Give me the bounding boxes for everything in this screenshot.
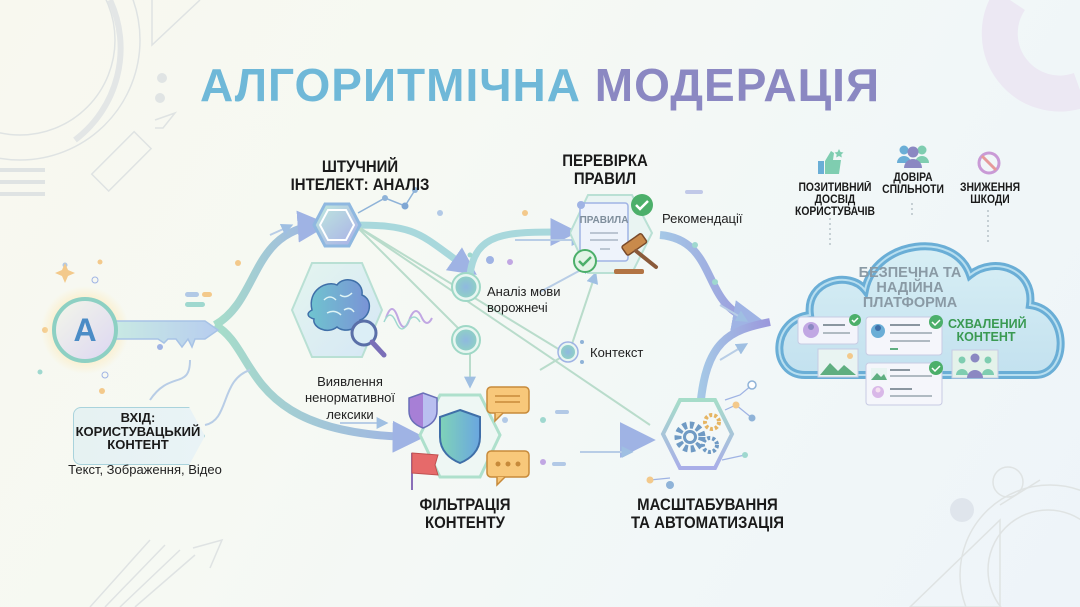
ai-analysis-caption: Виявлення ненормативної лексики [304, 374, 396, 422]
input-tag [73, 407, 205, 465]
svg-text:A: A [73, 312, 96, 348]
outcome-community-trust: ДОВІРА СПІЛЬНОТИ [882, 172, 944, 197]
outcome-positive-experience: ПОЗИТИВНИЙ ДОСВІД КОРИСТУВАЧІВ [795, 182, 875, 219]
community-icon [897, 145, 929, 168]
input-label: ВХІД: КОРИСТУВАЦЬКИЙ КОНТЕНТ [75, 410, 201, 453]
gavel-icon [614, 233, 658, 274]
outcome-harm-reduction: ЗНИЖЕННЯ ШКОДИ [959, 182, 1021, 207]
svg-text:ПРАВИЛА: ПРАВИЛА [580, 215, 629, 226]
prohibited-icon [977, 151, 1001, 175]
recommendations-label: Рекомендації [662, 211, 743, 226]
gears-icon [660, 398, 735, 470]
rules-document-icon: ПРАВИЛА [570, 194, 658, 274]
key-icon: A [41, 286, 220, 374]
rule-check-title: ПЕРЕВІРКА ПРАВИЛ [562, 151, 648, 188]
content-filter-icon [408, 386, 530, 490]
page-title: АЛГОРИТМІЧНА МОДЕРАЦІЯ [199, 59, 881, 111]
hate-speech-label: Аналіз мови ворожнечі [487, 284, 561, 316]
scaling-title: МАСШТАБУВАННЯ ТА АВТОМАТИЗАЦІЯ [630, 495, 785, 532]
filtering-title: ФІЛЬТРАЦІЯ КОНТЕНТУ [419, 495, 511, 532]
input-subtitle: Текст, Зображення, Відео [68, 462, 222, 477]
platform-title: БЕЗПЕЧНА ТА НАДІЙНА ПЛАТФОРМА [858, 265, 962, 312]
approved-content-label: СХВАЛЕНИЙ КОНТЕНТ [948, 317, 1027, 345]
ai-analysis-title: ШТУЧНИЙ ІНТЕЛЕКТ: АНАЛІЗ [290, 157, 430, 194]
thumbs-up-icon [818, 149, 844, 174]
brain-magnifier-icon [290, 262, 387, 358]
context-label: Контекст [590, 345, 644, 360]
ai-hexagon-icon [312, 202, 362, 248]
